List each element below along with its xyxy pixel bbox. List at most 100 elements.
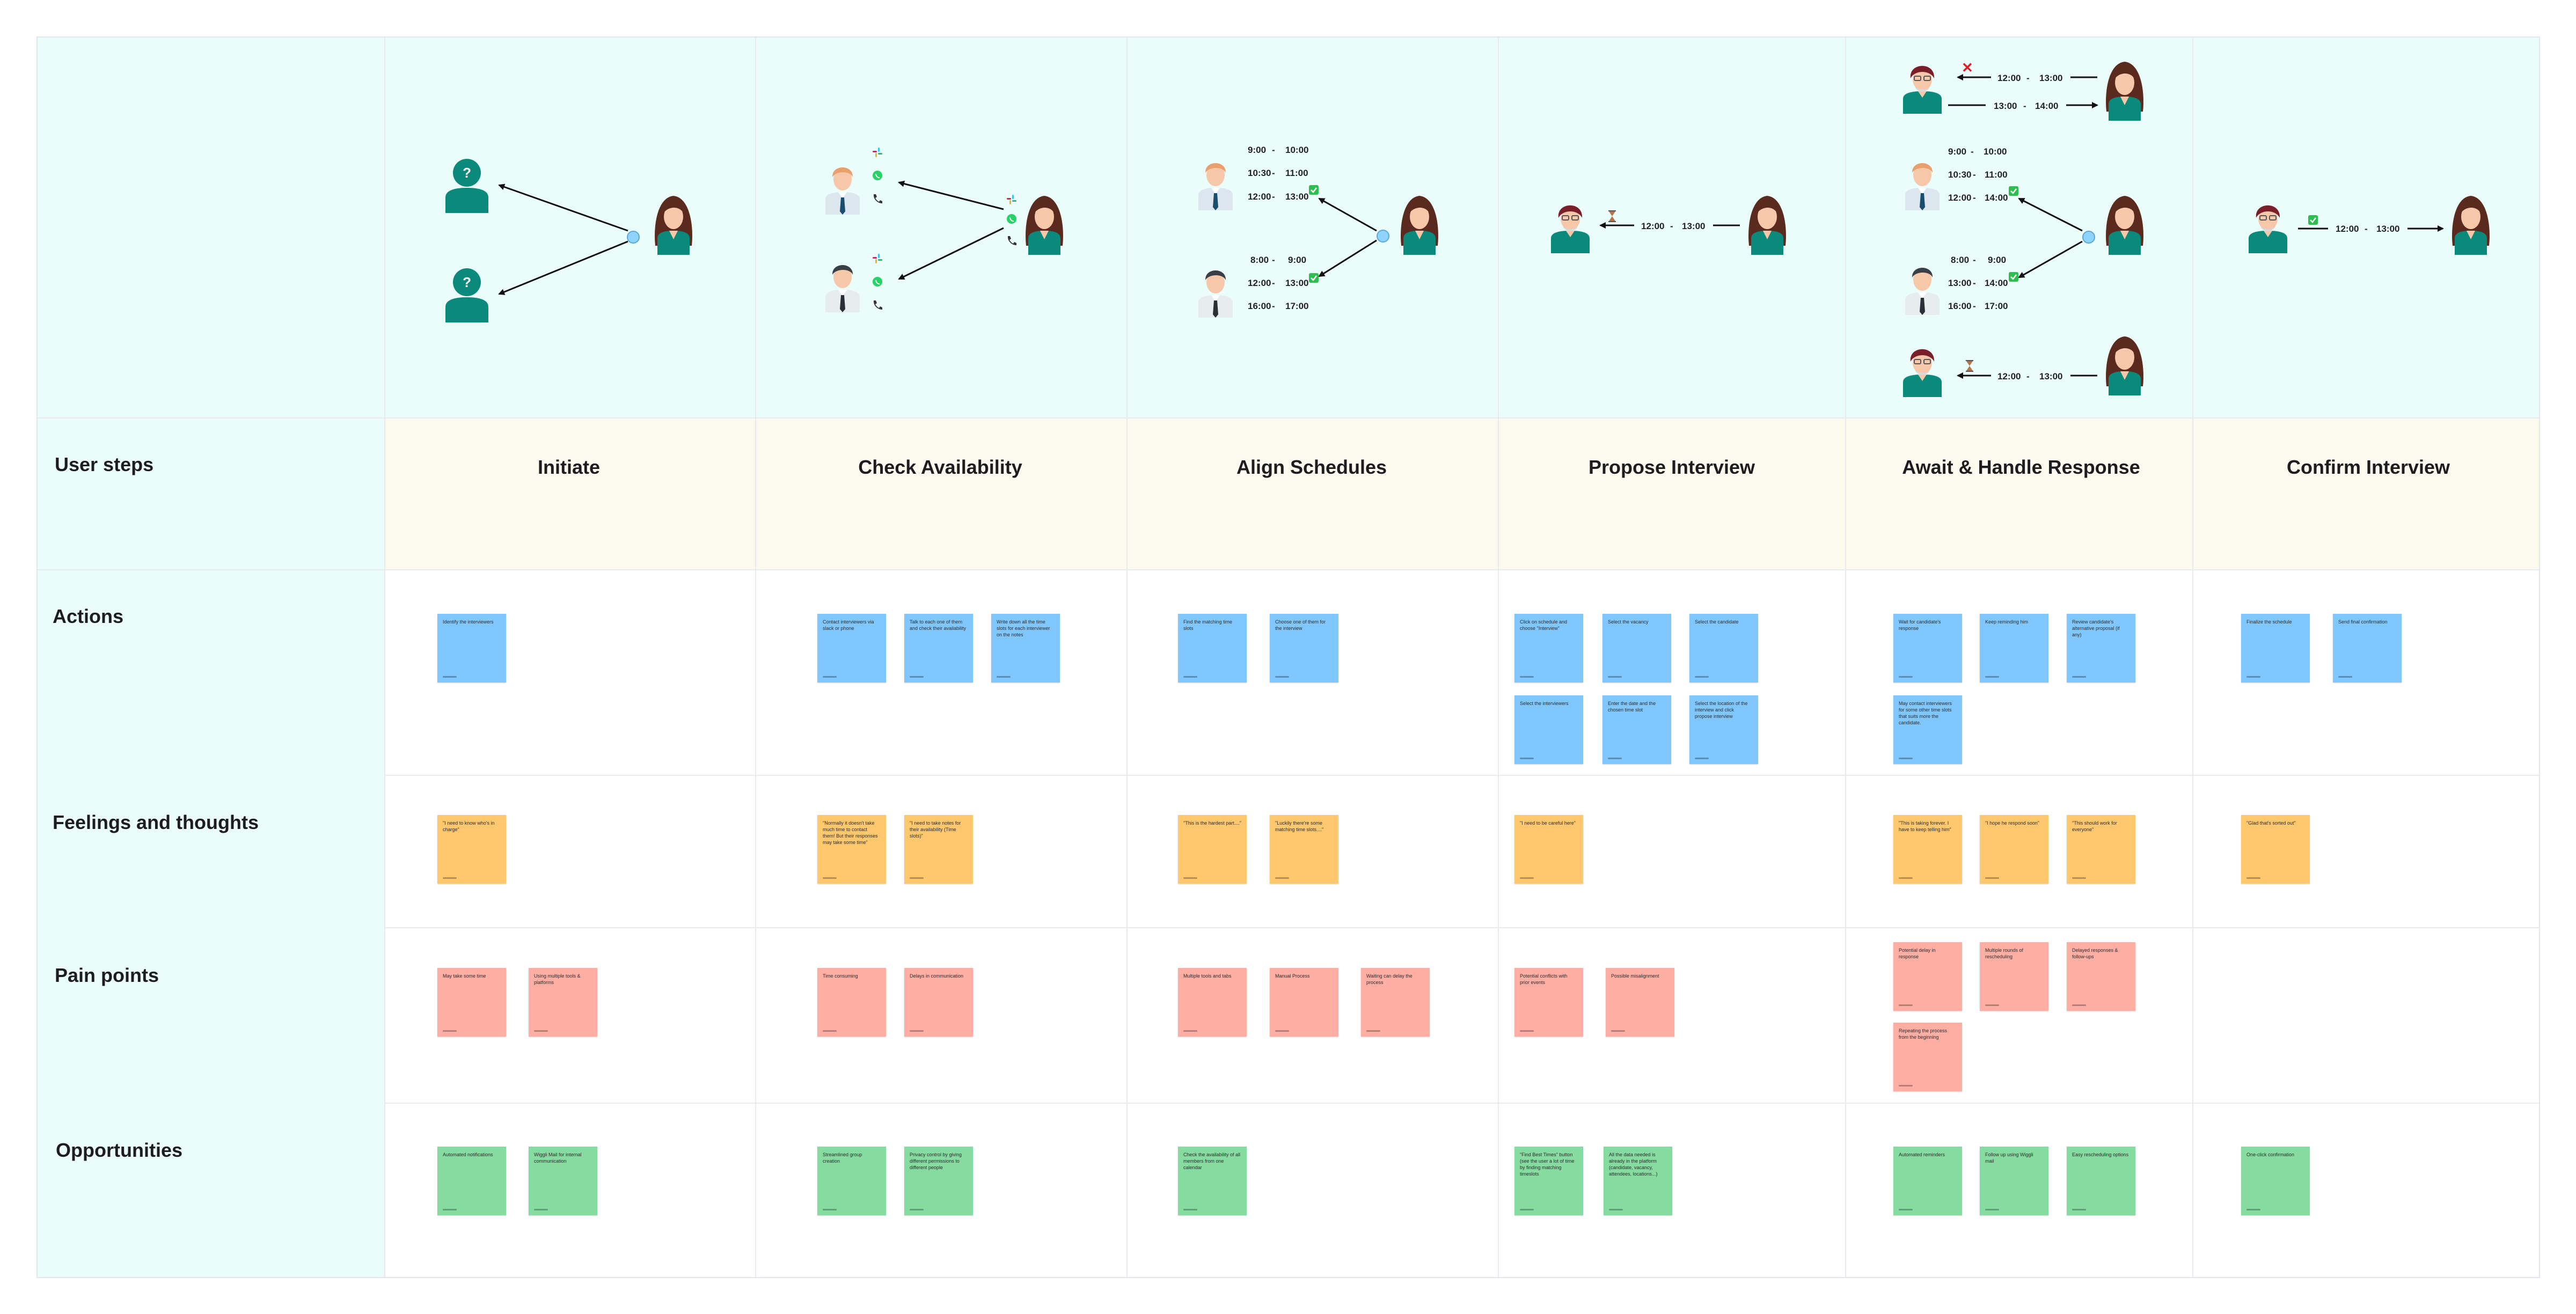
sticky-note[interactable]: Follow up using Wiggli mail bbox=[1980, 1147, 2048, 1215]
sticky-note[interactable]: Delays in communication bbox=[904, 968, 973, 1037]
candidate-icon bbox=[1550, 204, 1590, 254]
sticky-note[interactable]: Choose one of them for the interview bbox=[1270, 614, 1338, 682]
await-response-illustration: ✕ 12:00 - 13:00 13:00 - 14:00 9:00 - 10:… bbox=[1902, 60, 2143, 398]
sticky-note[interactable]: Delayed responses & follow-ups bbox=[2067, 942, 2135, 1011]
sticky-note[interactable]: Multiple rounds of rescheduling bbox=[1980, 942, 2048, 1011]
sticky-note[interactable]: "I need to be careful here" bbox=[1514, 815, 1583, 884]
sticky-note[interactable]: Write down all the time slots for each i… bbox=[991, 614, 1060, 682]
svg-text:12:00: 12:00 bbox=[1248, 192, 1271, 202]
sticky-note[interactable]: Keep reminding him bbox=[1980, 614, 2048, 682]
sticky-note[interactable]: Privacy control by giving different perm… bbox=[904, 1147, 973, 1215]
sticky-note[interactable]: "I need to take notes for their availabi… bbox=[904, 815, 973, 884]
initiate-illustration bbox=[445, 159, 692, 322]
sticky-note[interactable]: Streamlined group creation bbox=[817, 1147, 886, 1215]
sticky-note[interactable]: Select the interviewers bbox=[1514, 695, 1583, 764]
step-title-align-schedules: Align Schedules bbox=[1236, 456, 1387, 478]
slack-icon bbox=[1007, 195, 1016, 204]
sticky-note[interactable]: "This should work for everyone" bbox=[2067, 815, 2135, 884]
sticky-note[interactable]: "This is taking forever. I have to keep … bbox=[1893, 815, 1962, 884]
svg-text:-: - bbox=[1973, 170, 1976, 180]
sticky-note[interactable]: Talk to each one of them and check their… bbox=[904, 614, 973, 682]
phone-icon bbox=[873, 194, 882, 203]
sticky-note[interactable]: Enter the date and the chosen time slot bbox=[1602, 695, 1671, 764]
unknown-interviewer-icon bbox=[445, 268, 488, 322]
svg-text:-: - bbox=[1670, 221, 1673, 231]
sticky-note[interactable]: All the data needed is already in the pl… bbox=[1604, 1147, 1672, 1215]
step-title-await-handle-response: Await & Handle Response bbox=[1902, 456, 2140, 478]
sticky-note[interactable]: Find the matching time slots bbox=[1178, 614, 1247, 682]
sticky-note[interactable]: "Normally it doesn't take much time to c… bbox=[817, 815, 886, 884]
sticky-note[interactable]: Multiple tools and tabs bbox=[1178, 968, 1247, 1037]
sticky-note[interactable]: Identify the interviewers bbox=[437, 614, 506, 682]
check-icon bbox=[2307, 214, 2319, 226]
svg-text:12:00: 12:00 bbox=[1248, 278, 1271, 288]
svg-text:-: - bbox=[1971, 146, 1974, 157]
sticky-note[interactable]: Click on schedule and choose "Interview" bbox=[1514, 614, 1583, 682]
sticky-note[interactable]: Automated reminders bbox=[1893, 1147, 1962, 1215]
row-label-column bbox=[38, 418, 385, 1277]
user-steps-band bbox=[385, 418, 2539, 570]
svg-text:-: - bbox=[1272, 145, 1275, 155]
svg-text:12:00: 12:00 bbox=[1948, 193, 1971, 203]
sticky-note[interactable]: "Find Best Times" button (see the user a… bbox=[1514, 1147, 1583, 1215]
recruiter-icon bbox=[655, 196, 692, 255]
scenario-illustrations: ? bbox=[445, 60, 2490, 398]
sticky-note[interactable]: Wiggli Mail for internal communication bbox=[529, 1147, 597, 1215]
sticky-note[interactable]: Contact interviewers via slack or phone bbox=[817, 614, 886, 682]
sticky-note[interactable]: May take some time bbox=[437, 968, 506, 1037]
svg-text:12:00: 12:00 bbox=[2336, 224, 2359, 234]
svg-text:8:00: 8:00 bbox=[1250, 255, 1269, 265]
sticky-note[interactable]: Finalize the schedule bbox=[2241, 614, 2310, 682]
column-divider bbox=[1845, 38, 1846, 1277]
sticky-note[interactable]: Select the candidate bbox=[1689, 614, 1758, 682]
row-divider bbox=[385, 775, 2539, 776]
sticky-note[interactable]: Check the availability of all members fr… bbox=[1178, 1147, 1247, 1215]
svg-text:13:00: 13:00 bbox=[2376, 224, 2399, 234]
sticky-note[interactable]: "I hope he respond soon" bbox=[1980, 815, 2048, 884]
sticky-note[interactable]: Repeating the process from the beginning bbox=[1893, 1023, 1962, 1091]
svg-text:13:00: 13:00 bbox=[1994, 101, 2017, 111]
whatsapp-icon bbox=[872, 170, 883, 181]
svg-text:-: - bbox=[1973, 255, 1976, 265]
sticky-note[interactable]: May contact interviewers for some other … bbox=[1893, 695, 1962, 764]
sticky-note[interactable]: Possible misalignment bbox=[1606, 968, 1674, 1037]
sticky-note[interactable]: Waiting can delay the process bbox=[1361, 968, 1430, 1037]
svg-text:-: - bbox=[1973, 301, 1976, 311]
row-label-pain-points: Pain points bbox=[55, 964, 159, 986]
sticky-note[interactable]: Manual Process bbox=[1270, 968, 1338, 1037]
phone-icon bbox=[873, 300, 882, 310]
row-label-actions: Actions bbox=[53, 605, 124, 627]
svg-text:9:00: 9:00 bbox=[1248, 145, 1266, 155]
svg-text:-: - bbox=[1973, 193, 1976, 203]
sticky-note[interactable]: "Glad that's sorted out" bbox=[2241, 815, 2310, 884]
sticky-note[interactable]: "This is the hardest part...." bbox=[1178, 815, 1247, 884]
sticky-note[interactable]: Time consuming bbox=[817, 968, 886, 1037]
sticky-note[interactable]: Potential delay in response bbox=[1893, 942, 1962, 1011]
svg-text:10:00: 10:00 bbox=[1285, 145, 1308, 155]
sticky-note[interactable]: "I need to know who's in charge" bbox=[437, 815, 506, 884]
sticky-note[interactable]: Using multiple tools & platforms bbox=[529, 968, 597, 1037]
recruiter-icon bbox=[1401, 196, 1438, 255]
sticky-note[interactable]: Wait for candidate's response bbox=[1893, 614, 1962, 682]
sticky-note[interactable]: Potential conflicts with prior events bbox=[1514, 968, 1583, 1037]
sticky-note[interactable]: "Luckily there're some matching time slo… bbox=[1270, 815, 1338, 884]
whatsapp-icon bbox=[1006, 214, 1017, 224]
phone-icon bbox=[1007, 236, 1016, 245]
check-icon bbox=[1308, 272, 1320, 284]
candidate-icon bbox=[2248, 204, 2288, 254]
interviewer-icon bbox=[1198, 163, 1233, 210]
svg-text:13:00: 13:00 bbox=[2039, 371, 2062, 381]
column-divider bbox=[1126, 38, 1128, 1277]
sticky-note[interactable]: Send final confirmation bbox=[2333, 614, 2402, 682]
sticky-note[interactable]: Easy rescheduling options bbox=[2067, 1147, 2135, 1215]
row-divider bbox=[38, 417, 2539, 419]
sticky-note[interactable]: Select the vacancy bbox=[1602, 614, 1671, 682]
svg-text:10:30: 10:30 bbox=[1948, 170, 1971, 180]
sticky-note[interactable]: Automated notifications bbox=[437, 1147, 506, 1215]
sticky-note[interactable]: One-click confirmation bbox=[2241, 1147, 2310, 1215]
interviewer-icon bbox=[825, 265, 860, 312]
column-divider bbox=[2192, 38, 2193, 1277]
sticky-note[interactable]: Select the location of the interview and… bbox=[1689, 695, 1758, 764]
recruiter-icon bbox=[1748, 196, 1786, 255]
sticky-note[interactable]: Review candidate's alternative proposal … bbox=[2067, 614, 2135, 682]
